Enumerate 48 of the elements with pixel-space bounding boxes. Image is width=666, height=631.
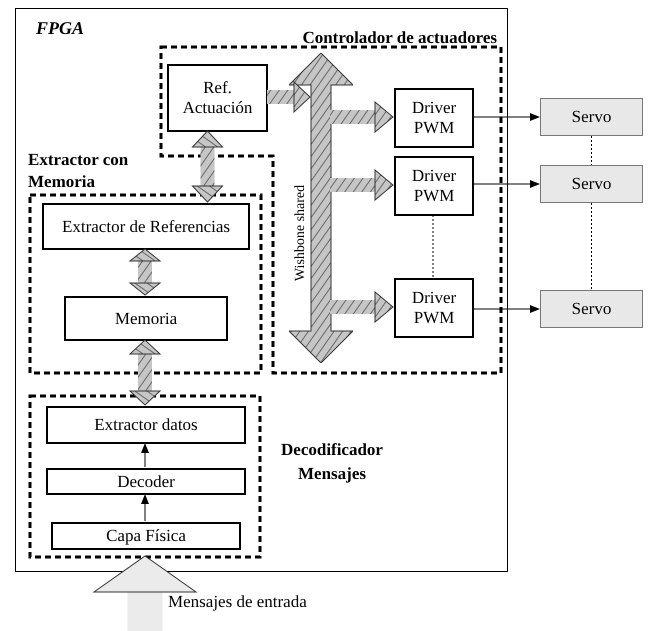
block-label: Capa Física — [105, 526, 187, 546]
group-label: Extractor con Memoria — [28, 149, 130, 193]
block-box — [394, 278, 474, 338]
block-label: Extractor de Referencias — [60, 216, 232, 236]
fpga-frame — [15, 8, 508, 572]
block-arrow — [267, 82, 310, 112]
block-box — [167, 64, 268, 132]
arrow — [472, 113, 540, 121]
block-label: Extractor datos — [93, 415, 199, 435]
dotted-line — [432, 214, 434, 278]
dotted-line — [591, 136, 592, 166]
block-box — [51, 522, 241, 550]
block-label: Driver PWM — [410, 166, 458, 206]
block-label: Servo — [570, 299, 612, 319]
block-label: Servo — [570, 107, 612, 127]
servo-box — [540, 98, 643, 136]
bus-double-arrow — [289, 53, 353, 363]
block-arrow — [330, 292, 394, 322]
block-box — [46, 468, 246, 495]
block-arrow — [130, 340, 160, 406]
block-arrow — [130, 248, 160, 296]
group-label: Controlador de actuadores — [302, 27, 497, 49]
servo-box — [540, 165, 643, 203]
block-box — [394, 88, 474, 148]
arrow — [472, 305, 540, 313]
block-box — [42, 203, 250, 250]
block-label: Ref. Actuación — [182, 78, 254, 118]
block-box — [64, 296, 228, 341]
arrow — [141, 443, 149, 468]
dotted-line — [591, 202, 592, 290]
group-label: Decodificador Mensajes — [280, 439, 384, 485]
block-arrow — [330, 102, 394, 132]
block-arrow — [192, 130, 223, 202]
block-box — [394, 156, 474, 216]
arrow — [141, 494, 149, 522]
arrow — [472, 180, 540, 188]
frame-label: FPGA — [36, 17, 84, 40]
block-arrow — [330, 170, 394, 200]
block-label: Driver PWM — [410, 288, 458, 328]
block-arrow — [94, 556, 196, 631]
block-label: Servo — [570, 174, 612, 194]
block-label: Memoria — [114, 308, 178, 328]
edge-label: Mensajes de entrada — [168, 592, 307, 612]
block-box — [46, 406, 246, 444]
servo-box — [540, 290, 643, 328]
block-label: Decoder — [116, 472, 176, 492]
bus-label: Wishbone shared — [293, 184, 309, 284]
block-label: Driver PWM — [410, 98, 458, 138]
